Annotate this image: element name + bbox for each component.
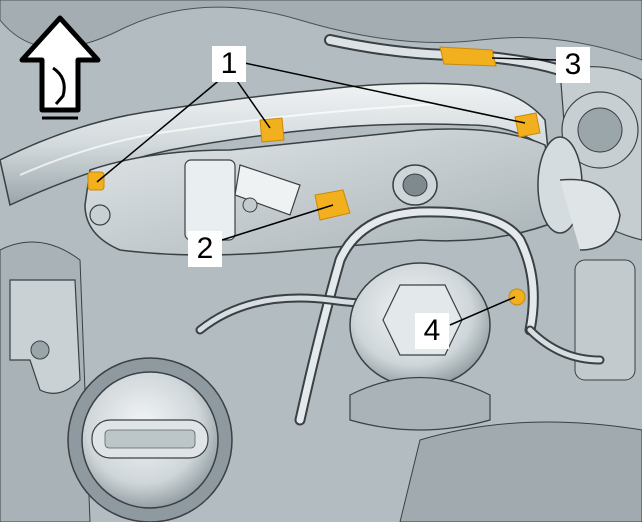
left-bracket	[9, 279, 81, 394]
part-1b	[259, 117, 285, 143]
part-3	[439, 46, 497, 67]
callout-label-2: 2	[188, 231, 222, 267]
leader-lines	[96, 57, 557, 326]
highlighted-parts	[87, 46, 541, 306]
intake-body	[84, 128, 621, 256]
front-direction-arrow-icon	[19, 15, 101, 120]
callout-label-4: 4	[415, 313, 449, 349]
oil-filler-cap	[67, 357, 233, 522]
part-1c	[514, 112, 541, 138]
callout-label-1: 1	[212, 46, 246, 82]
intake-hose	[0, 82, 549, 207]
part-1a	[87, 171, 105, 191]
part-4	[508, 288, 526, 306]
callout-label-3: 3	[556, 47, 590, 83]
